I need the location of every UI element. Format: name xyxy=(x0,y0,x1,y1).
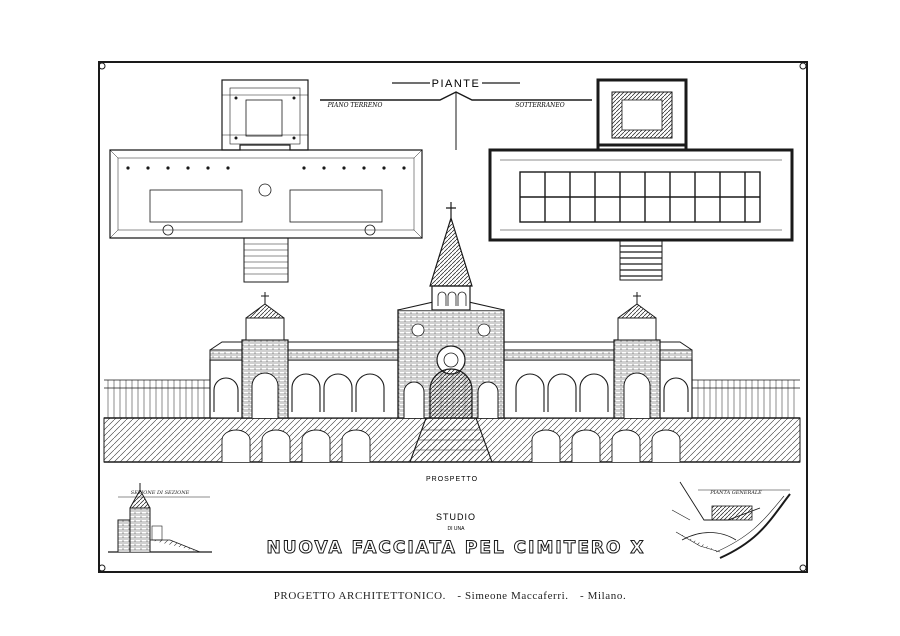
title-block: STUDIO DI UNA NUOVA FACCIATA PEL CIMITER… xyxy=(266,512,645,559)
ground-floor-plan xyxy=(109,79,423,283)
plans-title: PIANTE xyxy=(432,78,481,90)
site-plan: PIANTA GENERALE xyxy=(671,481,791,559)
title-small: STUDIO xyxy=(436,512,476,522)
elevation xyxy=(103,202,801,463)
title-tiny: DI UNA xyxy=(448,526,466,532)
basement-plan xyxy=(488,78,794,281)
plans-title-group: PIANTE PIANO TERRENO SOTTERRANEO xyxy=(320,78,592,150)
plan-basement-label: SOTTERRANEO xyxy=(515,102,565,109)
elevation-label: PROSPETTO xyxy=(426,476,478,483)
plate-frame xyxy=(98,61,808,573)
caption-city: - Milano. xyxy=(579,590,627,602)
corner-marks xyxy=(98,62,807,572)
caption-project: PROGETTO ARCHITETTONICO. xyxy=(273,590,446,602)
caption-author: - Simeone Maccaferri. xyxy=(457,590,569,602)
plan-ground-label: PIANO TERRENO xyxy=(327,102,383,109)
site-label: PIANTA GENERALE xyxy=(709,490,762,496)
section-drawing: SEZIONE DI SEZIONE xyxy=(108,483,212,553)
title-main: NUOVA FACCIATA PEL CIMITERO X xyxy=(266,538,645,558)
section-label: SEZIONE DI SEZIONE xyxy=(131,490,190,496)
plate-caption: PROGETTO ARCHITETTONICO. - Simeone Macca… xyxy=(0,590,900,602)
